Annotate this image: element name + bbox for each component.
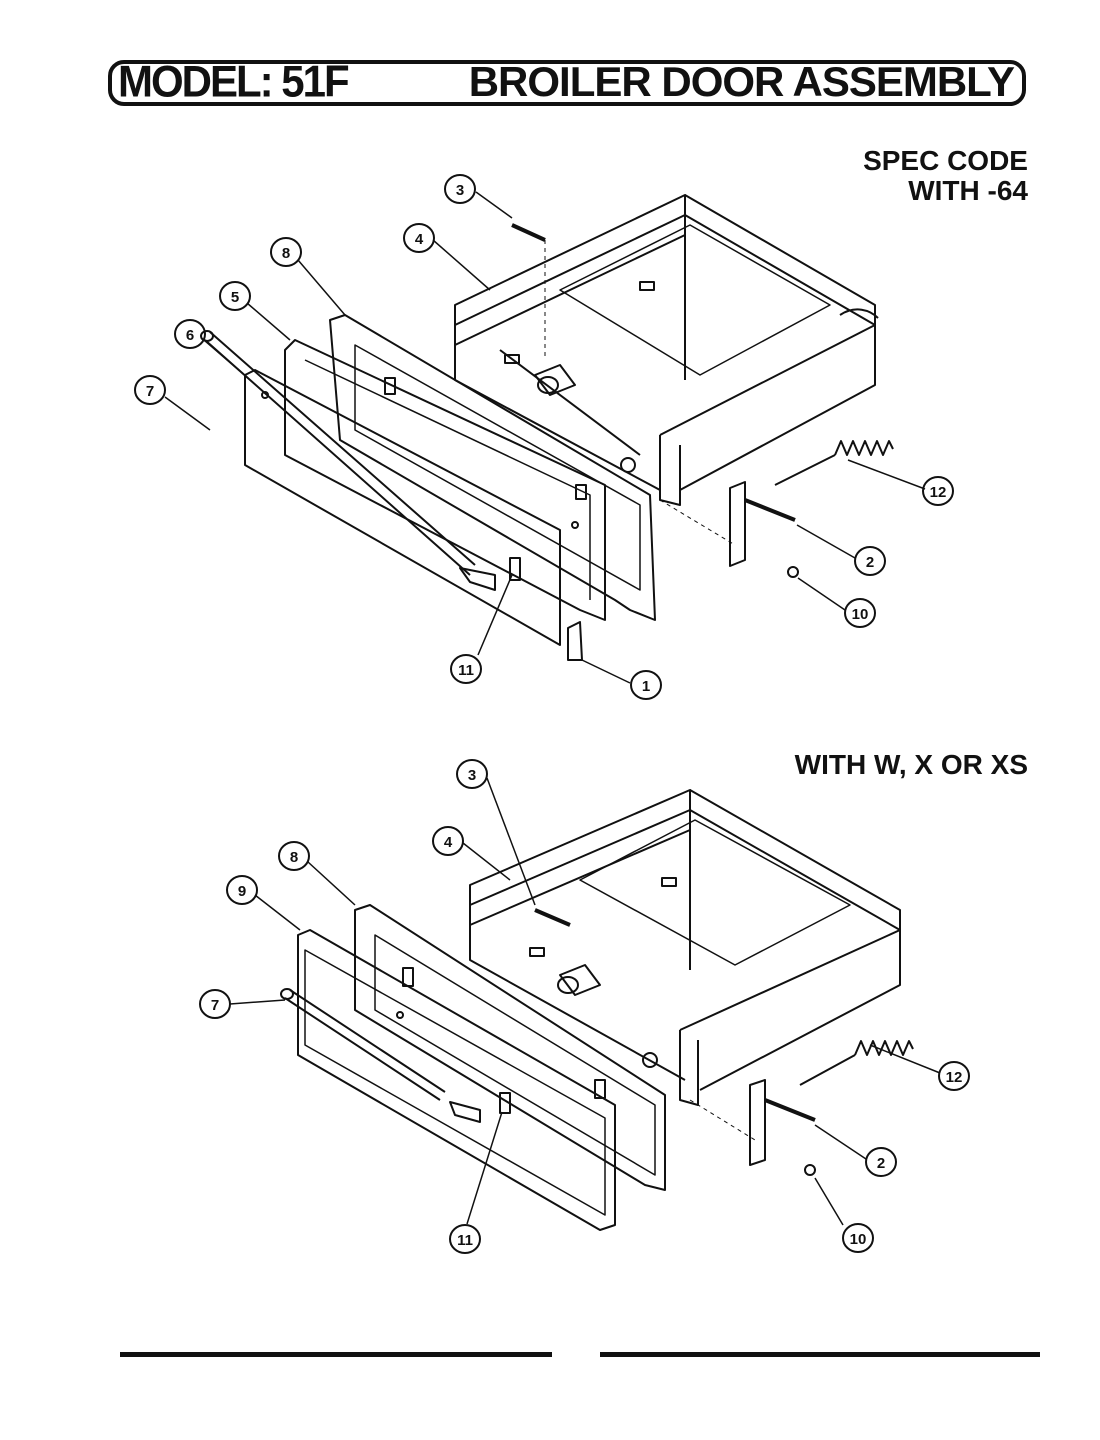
- callout-1: 1: [630, 670, 662, 700]
- callout-6: 6: [174, 319, 206, 349]
- callout-2-b: 2: [865, 1147, 897, 1177]
- part-7-handle: [200, 330, 521, 591]
- svg-text:11: 11: [458, 662, 474, 679]
- footer-rule-left: [120, 1352, 552, 1357]
- callout-10-b: 10: [842, 1223, 874, 1253]
- part-12-link: [774, 454, 836, 486]
- part-5-liner: [284, 339, 606, 621]
- callout-8: 8: [270, 237, 302, 267]
- svg-text:3: 3: [468, 767, 476, 784]
- part-2-bracket-2: [749, 1079, 766, 1166]
- svg-text:4: 4: [444, 834, 453, 851]
- svg-text:9: 9: [238, 883, 246, 900]
- callout-4-b: 4: [432, 826, 464, 856]
- svg-text:10: 10: [850, 1231, 867, 1248]
- callout-3: 3: [444, 174, 476, 204]
- svg-text:2: 2: [866, 554, 874, 571]
- svg-text:12: 12: [930, 484, 947, 501]
- callout-7: 7: [134, 375, 166, 405]
- svg-text:8: 8: [282, 245, 290, 262]
- callout-7-b: 7: [199, 989, 231, 1019]
- svg-text:12: 12: [946, 1069, 963, 1086]
- footer-rule-right: [600, 1352, 1040, 1357]
- part-3-pin-2: [534, 908, 571, 927]
- callout-9-b: 9: [226, 875, 258, 905]
- callout-5: 5: [219, 281, 251, 311]
- svg-text:3: 3: [456, 182, 464, 199]
- title-frame: [108, 60, 1026, 106]
- callout-10: 10: [844, 598, 876, 628]
- svg-text:8: 8: [290, 849, 298, 866]
- section1-label: SPEC CODE WITH -64: [863, 146, 1028, 206]
- part-1-hinge: [567, 621, 583, 661]
- section2-label: WITH W, X OR XS: [795, 750, 1028, 780]
- svg-text:5: 5: [231, 289, 239, 306]
- svg-text:6: 6: [186, 327, 194, 344]
- drawer-body-2: [469, 789, 901, 1106]
- assembly-title: BROILER DOOR ASSEMBLY: [468, 58, 1015, 105]
- callout-11-b: 11: [449, 1224, 481, 1254]
- callout-4: 4: [403, 223, 435, 253]
- callout-3-b: 3: [456, 759, 488, 789]
- part-2-bracket: [729, 481, 746, 567]
- diagram-spec-64: 3 4 8 5 6 7 11 1 12 2 10: [134, 174, 954, 700]
- model-label: MODEL: 51F: [118, 56, 350, 107]
- svg-text:10: 10: [852, 606, 869, 623]
- svg-text:4: 4: [415, 231, 424, 248]
- part-12-spring-2: [854, 1040, 914, 1056]
- callout-12: 12: [922, 476, 954, 506]
- section1-label-line1: SPEC CODE: [863, 145, 1028, 176]
- callout-12-b: 12: [938, 1061, 970, 1091]
- callout-2: 2: [854, 546, 886, 576]
- part-9-door: [297, 929, 616, 1231]
- svg-text:2: 2: [877, 1155, 885, 1172]
- callout-8-b: 8: [278, 841, 310, 871]
- part-10-screw: [787, 566, 799, 578]
- svg-text:11: 11: [457, 1232, 473, 1249]
- part-12-spring: [834, 440, 894, 456]
- drawer-body: [454, 194, 879, 506]
- section1-label-line2: WITH -64: [908, 175, 1028, 206]
- svg-text:7: 7: [146, 383, 154, 400]
- section2-label-line1: WITH W, X OR XS: [794, 749, 1028, 780]
- callout-11: 11: [450, 654, 482, 684]
- svg-text:1: 1: [642, 678, 650, 695]
- part-10-screw-2: [804, 1164, 816, 1176]
- diagram-w-x-xs: 3 4 8 9 7 11 12 2 10: [199, 759, 970, 1254]
- svg-text:7: 7: [211, 997, 219, 1014]
- part-12-link-2: [799, 1054, 856, 1086]
- part-3-pin: [511, 223, 546, 242]
- part-7-handle-2: [280, 988, 511, 1123]
- part-8-frame-2: [354, 904, 666, 1191]
